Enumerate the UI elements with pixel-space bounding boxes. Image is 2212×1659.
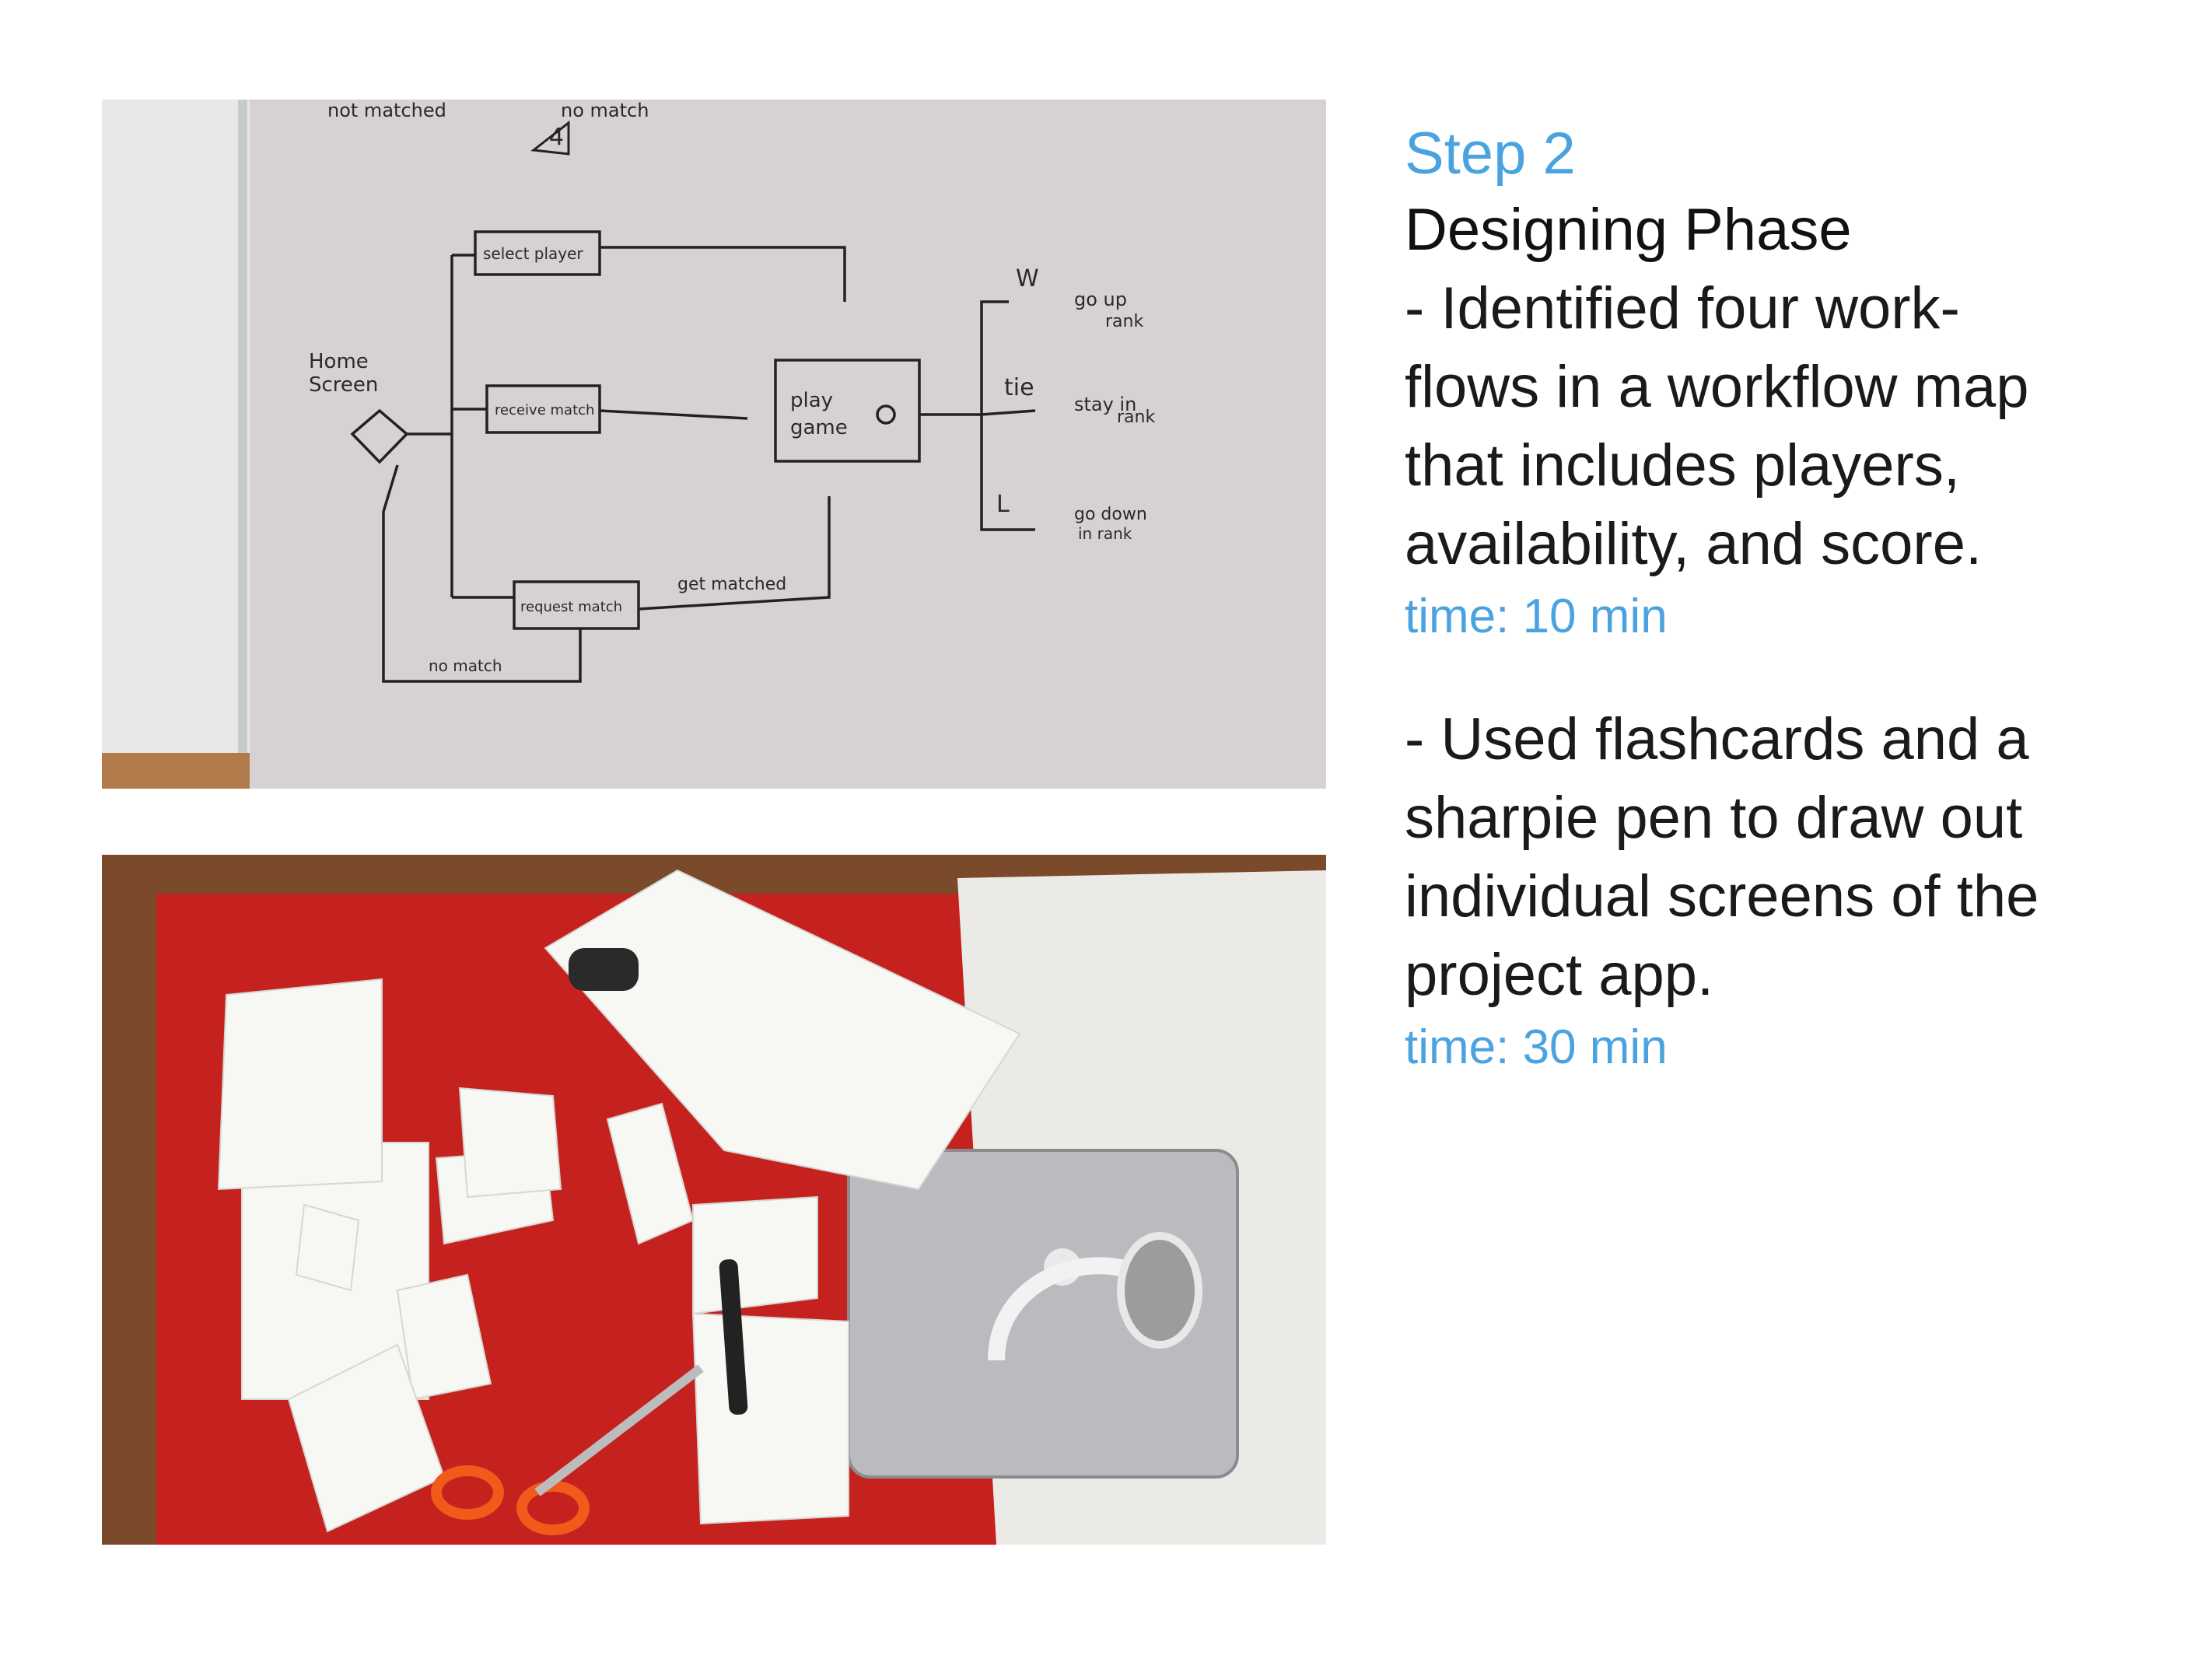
body-line: that includes players, <box>1405 432 1960 499</box>
step-description: Step 2 Designing Phase - Identified four… <box>1405 117 2182 1081</box>
wb-screen-text: Screen <box>309 373 378 397</box>
paper-prototypes-photo <box>102 855 1326 1545</box>
body-line: - Identified four work- <box>1405 275 1960 341</box>
wb-play-text: play <box>790 389 833 412</box>
wb-receive-match-text: receive match <box>495 402 594 418</box>
body-line: - Used flashcards and a <box>1405 706 2029 772</box>
wb-w-text: W <box>1016 265 1039 292</box>
time-label: time: 10 min <box>1405 590 1668 643</box>
description-block-flashcards: - Used flashcards and a sharpie pen to d… <box>1405 700 2182 1081</box>
whiteboard-workflow-photo: Home Screen select player receive match … <box>102 100 1326 789</box>
wb-request-match-text: request match <box>520 599 622 615</box>
wb-no-match-text: no match <box>429 656 502 675</box>
phase-title: Designing Phase <box>1405 197 1852 263</box>
body-line: sharpie pen to draw out <box>1405 785 2023 851</box>
step-label: Step 2 <box>1405 121 1576 187</box>
body-line: individual screens of the <box>1405 863 2039 929</box>
wb-stay-text: stay in <box>1074 394 1136 415</box>
wb-go-down-rank-text: in rank <box>1078 524 1132 543</box>
wb-select-player-text: select player <box>483 244 583 263</box>
wb-stay-rank-text: rank <box>1117 408 1155 427</box>
wb-l-text: L <box>996 491 1010 518</box>
body-line: availability, and score. <box>1405 511 1983 577</box>
wb-go-up-rank-text: rank <box>1105 312 1143 331</box>
wb-home-text: Home <box>309 350 369 373</box>
body-line: project app. <box>1405 942 1714 1008</box>
wb-game-text: game <box>790 416 848 439</box>
wb-tie-text: tie <box>1004 374 1034 401</box>
time-label: time: 30 min <box>1405 1020 1668 1074</box>
wb-top-text-2: no match <box>561 100 649 121</box>
wb-get-matched-text: get matched <box>677 575 786 594</box>
wb-go-up-text: go up <box>1074 289 1127 310</box>
table-prototypes-drawing <box>102 855 1326 1545</box>
wb-top-text-1: not matched <box>327 100 446 121</box>
body-line: flows in a workflow map <box>1405 354 2029 420</box>
description-block-workflow: - Identified four work- flows in a workf… <box>1405 269 2182 650</box>
wb-go-down-text: go down <box>1074 505 1147 524</box>
whiteboard-drawing: Home Screen select player receive match … <box>102 100 1326 789</box>
